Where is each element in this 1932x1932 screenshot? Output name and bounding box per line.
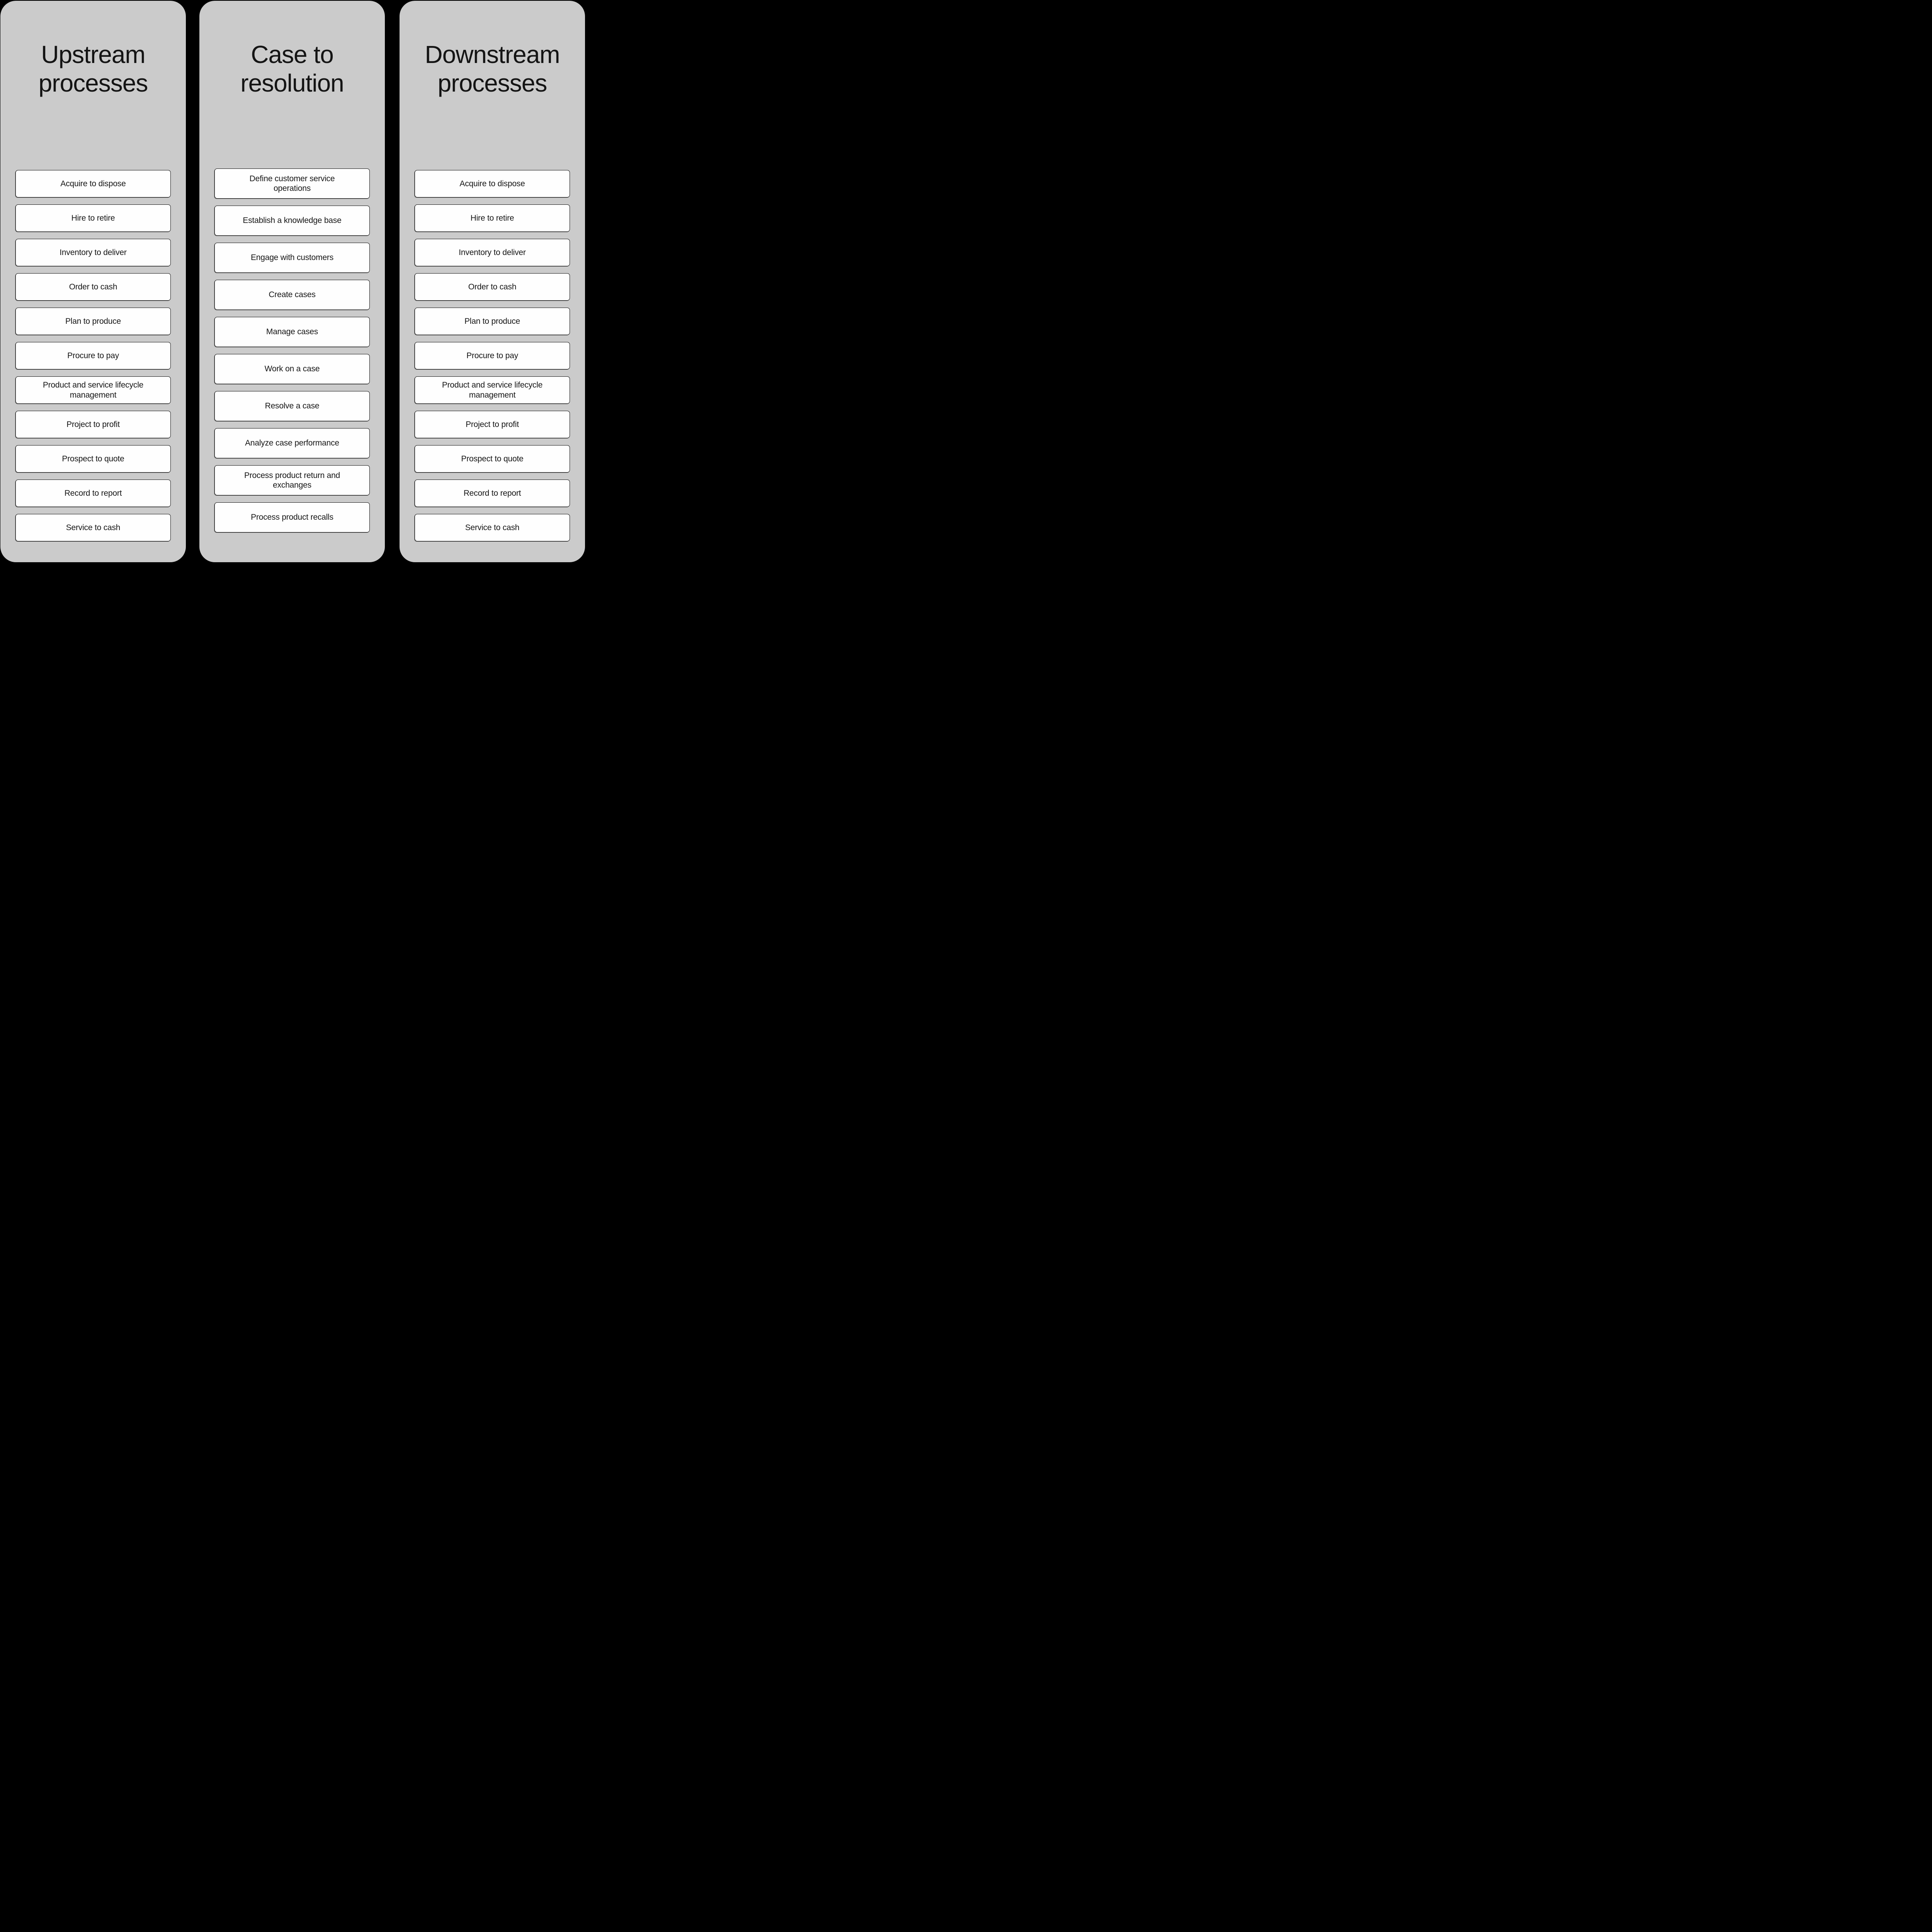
process-box-label: Define customer service operations xyxy=(249,174,335,193)
process-box: Resolve a case xyxy=(214,391,370,421)
process-box: Engage with customers xyxy=(214,243,370,273)
process-box: Record to report xyxy=(15,480,171,507)
process-box-label: Establish a knowledge base xyxy=(243,216,342,225)
process-box-label: Inventory to deliver xyxy=(60,248,127,257)
process-box: Process product return and exchanges xyxy=(214,465,370,495)
panel-title-upstream: Upstream processes xyxy=(38,41,148,97)
process-box-label: Record to report xyxy=(64,488,122,498)
process-box-label: Acquire to dispose xyxy=(60,179,126,188)
process-box: Define customer service operations xyxy=(214,168,370,199)
process-box-label: Acquire to dispose xyxy=(459,179,525,188)
process-box-label: Record to report xyxy=(463,488,521,498)
process-box: Product and service lifecycle management xyxy=(15,376,171,404)
process-box: Hire to retire xyxy=(15,204,171,232)
process-box: Prospect to quote xyxy=(15,445,171,473)
process-box: Inventory to deliver xyxy=(415,239,570,266)
process-box: Process product recalls xyxy=(214,502,370,532)
process-box: Acquire to dispose xyxy=(15,170,171,197)
process-box-label: Analyze case performance xyxy=(245,439,339,448)
process-box-label: Manage cases xyxy=(266,327,318,337)
process-box-label: Procure to pay xyxy=(466,351,518,360)
process-box-label: Create cases xyxy=(269,290,316,299)
panel-title-downstream: Downstream processes xyxy=(425,41,560,97)
process-box: Prospect to quote xyxy=(415,445,570,473)
process-box-label: Work on a case xyxy=(264,364,320,374)
process-box-label: Procure to pay xyxy=(67,351,119,360)
process-box: Procure to pay xyxy=(15,342,171,369)
process-box-label: Service to cash xyxy=(66,523,121,532)
process-box: Order to cash xyxy=(415,273,570,301)
process-box-label: Product and service lifecycle management xyxy=(43,381,144,400)
process-box-label: Project to profit xyxy=(466,420,519,429)
process-box-label: Prospect to quote xyxy=(461,454,524,463)
panel-title-case-to-resolution: Case to resolution xyxy=(240,41,344,97)
process-box: Analyze case performance xyxy=(214,428,370,458)
process-box-label: Order to cash xyxy=(69,282,117,291)
process-box-label: Resolve a case xyxy=(265,401,320,411)
process-box: Service to cash xyxy=(15,514,171,541)
process-box: Order to cash xyxy=(15,273,171,301)
process-box: Product and service lifecycle management xyxy=(415,376,570,404)
process-box: Acquire to dispose xyxy=(415,170,570,197)
process-box-label: Plan to produce xyxy=(464,316,520,326)
process-box: Hire to retire xyxy=(415,204,570,232)
process-box: Service to cash xyxy=(415,514,570,541)
process-box-label: Project to profit xyxy=(66,420,120,429)
process-box-label: Inventory to deliver xyxy=(459,248,526,257)
process-box-label: Prospect to quote xyxy=(62,454,124,463)
process-box: Work on a case xyxy=(214,354,370,384)
process-box-label: Plan to produce xyxy=(65,316,121,326)
process-box-label: Process product return and exchanges xyxy=(244,471,340,490)
process-box: Record to report xyxy=(415,480,570,507)
process-box-label: Service to cash xyxy=(465,523,520,532)
panel-case-to-resolution: Case to resolution Define customer servi… xyxy=(199,1,385,562)
process-box-label: Engage with customers xyxy=(250,253,334,262)
process-box: Project to profit xyxy=(15,411,171,438)
process-box: Inventory to deliver xyxy=(15,239,171,266)
process-box: Plan to produce xyxy=(415,308,570,335)
process-box-label: Order to cash xyxy=(468,282,517,291)
process-box: Procure to pay xyxy=(415,342,570,369)
process-box: Create cases xyxy=(214,280,370,310)
process-box-label: Process product recalls xyxy=(251,513,333,522)
process-box: Project to profit xyxy=(415,411,570,438)
process-box-label: Hire to retire xyxy=(470,213,514,223)
process-box: Plan to produce xyxy=(15,308,171,335)
process-box: Establish a knowledge base xyxy=(214,206,370,236)
process-box-label: Hire to retire xyxy=(71,213,115,223)
process-box-label: Product and service lifecycle management xyxy=(442,381,543,400)
process-box: Manage cases xyxy=(214,317,370,347)
